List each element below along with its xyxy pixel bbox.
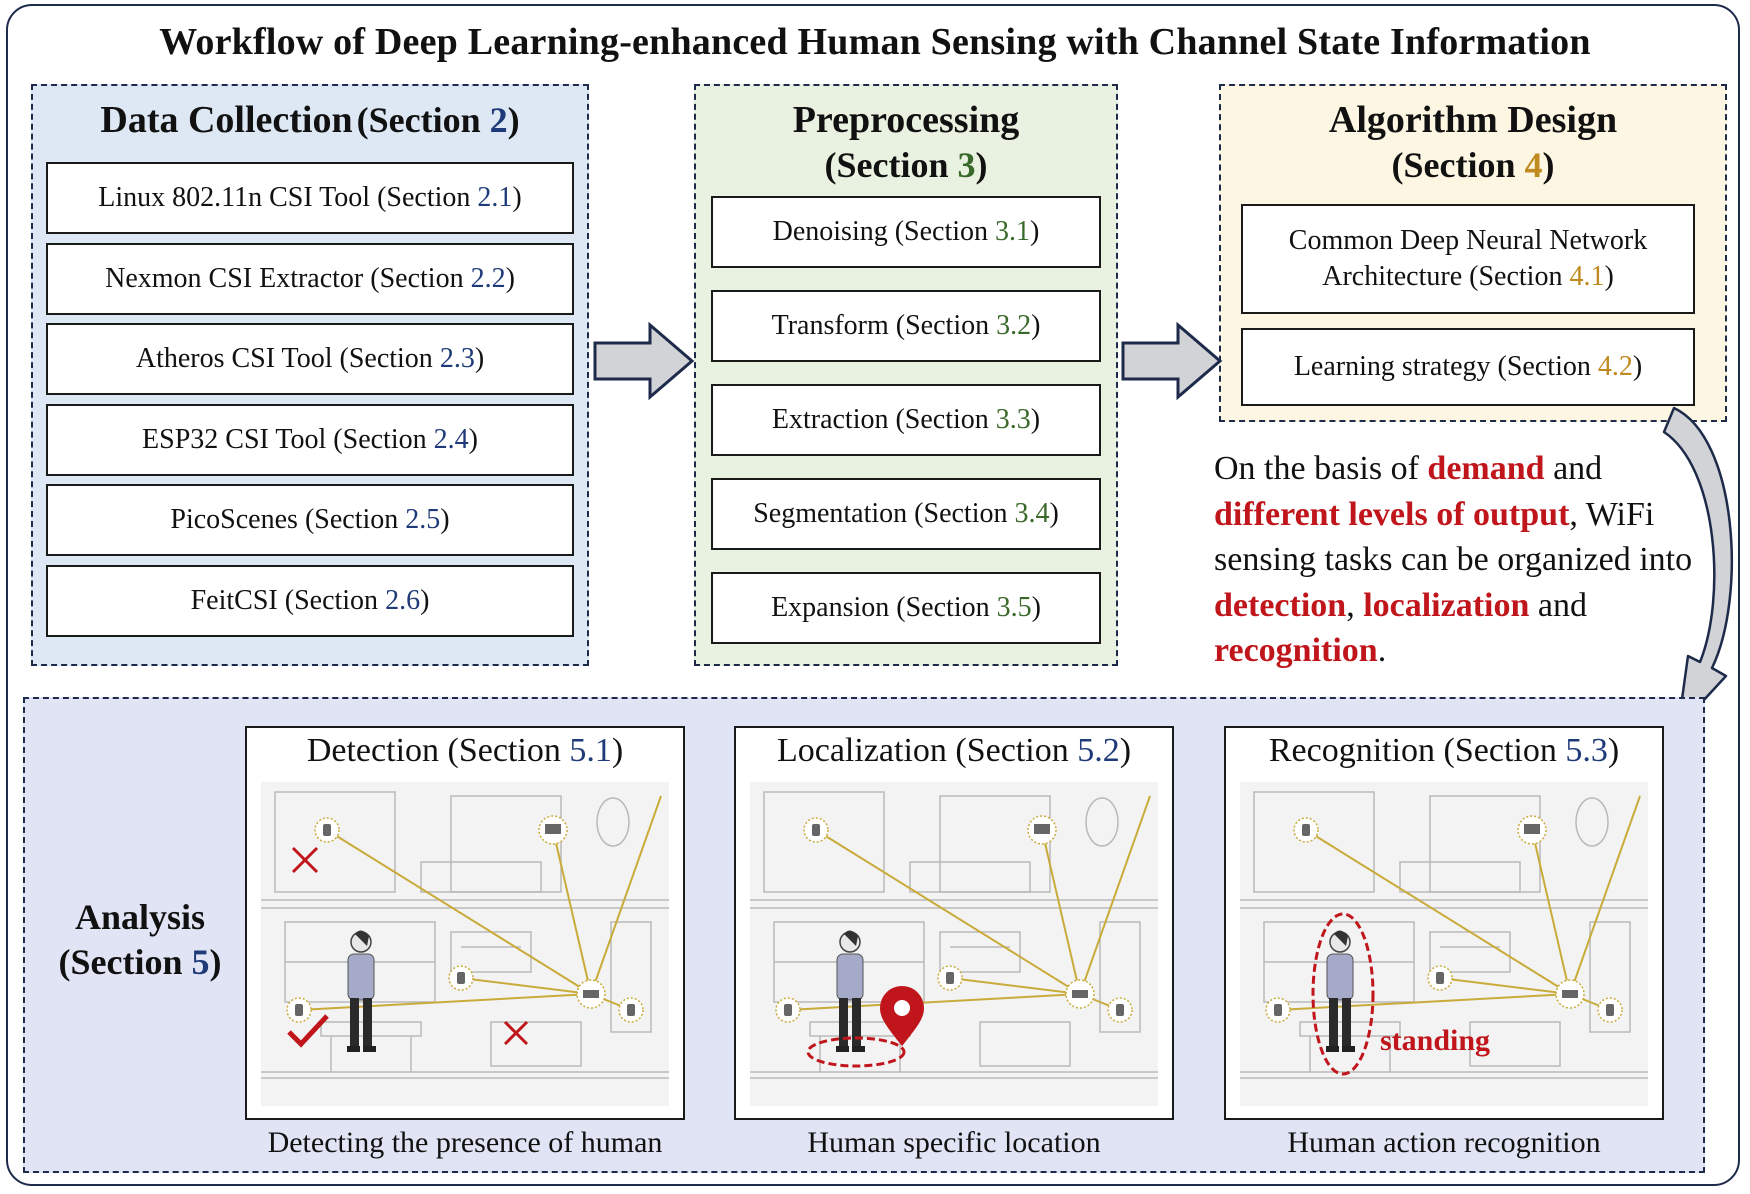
room-scene-illustration [750, 782, 1158, 1106]
data-collection-item: Atheros CSI Tool (Section 2.3) [46, 323, 574, 395]
analysis-section: (Section 5) [58, 942, 222, 982]
outer-frame [6, 4, 1740, 1186]
preprocessing-item: Segmentation (Section 3.4) [711, 478, 1101, 550]
data-collection-item: FeitCSI (Section 2.6) [46, 565, 574, 637]
task-organization-note: On the basis of demand and different lev… [1214, 450, 1693, 670]
person-figure [1326, 930, 1355, 1052]
data-collection-item: Nexmon CSI Extractor (Section 2.2) [46, 243, 574, 315]
cross-icon [503, 1020, 529, 1046]
preprocessing-section: (Section 3) [824, 144, 988, 185]
room-scene-illustration: standing [1240, 782, 1648, 1106]
analysis-card-detection: Detection (Section 5.1) [245, 726, 685, 1120]
preprocessing-item: Expansion (Section 3.5) [711, 572, 1101, 644]
analysis-title: Analysis [74, 897, 206, 937]
location-pin-icon [880, 986, 924, 1046]
data-collection-title: Data Collection [100, 99, 353, 141]
person-figure [347, 930, 376, 1052]
architecture-line1: Common Deep Neural Network [1288, 224, 1648, 256]
algorithm-section: (Section 4) [1391, 144, 1555, 185]
data-collection-item: ESP32 CSI Tool (Section 2.4) [46, 404, 574, 476]
arrow-right-icon [1121, 322, 1223, 400]
data-collection-item: Linux 802.11n CSI Tool (Section 2.1) [46, 162, 574, 234]
preprocessing-item: Transform (Section 3.2) [711, 290, 1101, 362]
arrow-right-icon [593, 322, 695, 400]
analysis-heading: Analysis (Section 5) [40, 895, 240, 985]
preprocessing-item: Extraction (Section 3.3) [711, 384, 1101, 456]
card-caption: Human action recognition [1287, 1126, 1601, 1159]
preprocessing-heading: Preprocessing (Section 3) [696, 98, 1116, 187]
person-figure [836, 930, 865, 1052]
location-ellipse [806, 1036, 906, 1068]
room-scene-illustration [261, 782, 669, 1106]
data-collection-heading: Data Collection (Section 2) [33, 98, 587, 144]
algorithm-heading: Algorithm Design (Section 4) [1221, 98, 1725, 187]
recognition-ellipse [1311, 912, 1375, 1076]
card-caption: Human specific location [807, 1126, 1101, 1159]
analysis-card-localization: Localization (Section 5.2) [734, 726, 1174, 1120]
data-collection-item: PicoScenes (Section 2.5) [46, 484, 574, 556]
card-title: Recognition (Section 5.3) [1268, 732, 1620, 769]
algorithm-title: Algorithm Design [1328, 99, 1618, 141]
algorithm-item-learning-strategy: Learning strategy (Section 4.2) [1241, 328, 1695, 406]
algorithm-design-panel: Algorithm Design (Section 4) Common Deep… [1219, 84, 1727, 422]
architecture-line2: Architecture [1322, 261, 1463, 292]
preprocessing-item: Denoising (Section 3.1) [711, 196, 1101, 268]
action-label: standing [1380, 1024, 1490, 1057]
checkmark-icon [287, 1014, 329, 1048]
preprocessing-panel: Preprocessing (Section 3) Denoising (Sec… [694, 84, 1118, 666]
preprocessing-title: Preprocessing [792, 99, 1020, 141]
diagram-title: Workflow of Deep Learning-enhanced Human… [159, 21, 1591, 63]
card-caption: Detecting the presence of human [267, 1126, 663, 1159]
data-collection-panel: Data Collection (Section 2) Linux 802.11… [31, 84, 589, 666]
cross-icon [291, 846, 319, 874]
analysis-card-recognition: Recognition (Section 5.3) standing [1224, 726, 1664, 1120]
card-title: Detection (Section 5.1) [306, 732, 624, 769]
data-collection-section: (Section 2) [356, 100, 520, 140]
card-title: Localization (Section 5.2) [776, 732, 1132, 769]
